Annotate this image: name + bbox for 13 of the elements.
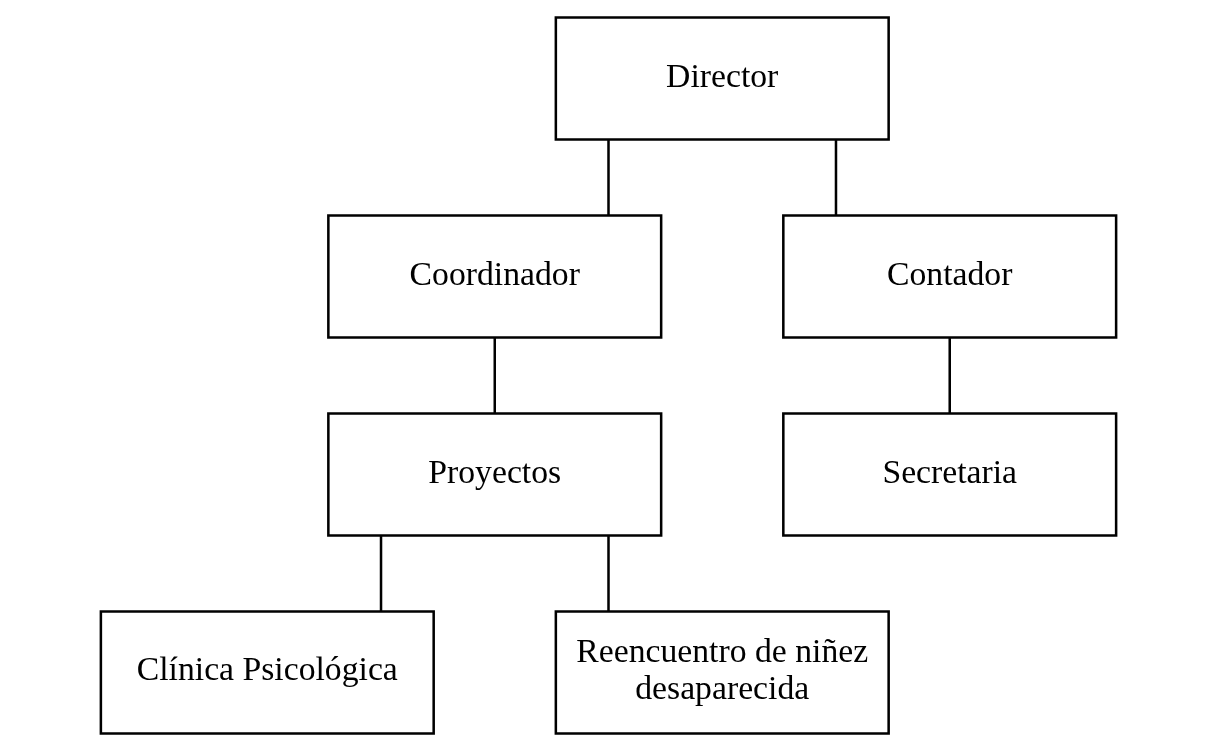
connector <box>493 337 496 413</box>
connector <box>379 535 382 611</box>
connector <box>606 139 610 215</box>
connector <box>606 535 610 611</box>
node-box: Clínica Psicológica <box>99 609 435 735</box>
node-box: Director <box>554 15 890 141</box>
connector <box>947 337 951 413</box>
node-box: Contador <box>781 213 1117 339</box>
connector <box>834 139 837 215</box>
node-box: Reencuentro de niñez desaparecida <box>554 609 890 735</box>
node-box: Proyectos <box>326 411 662 537</box>
node-box: Secretaria <box>781 411 1117 537</box>
node-box: Coordinador <box>326 213 662 339</box>
